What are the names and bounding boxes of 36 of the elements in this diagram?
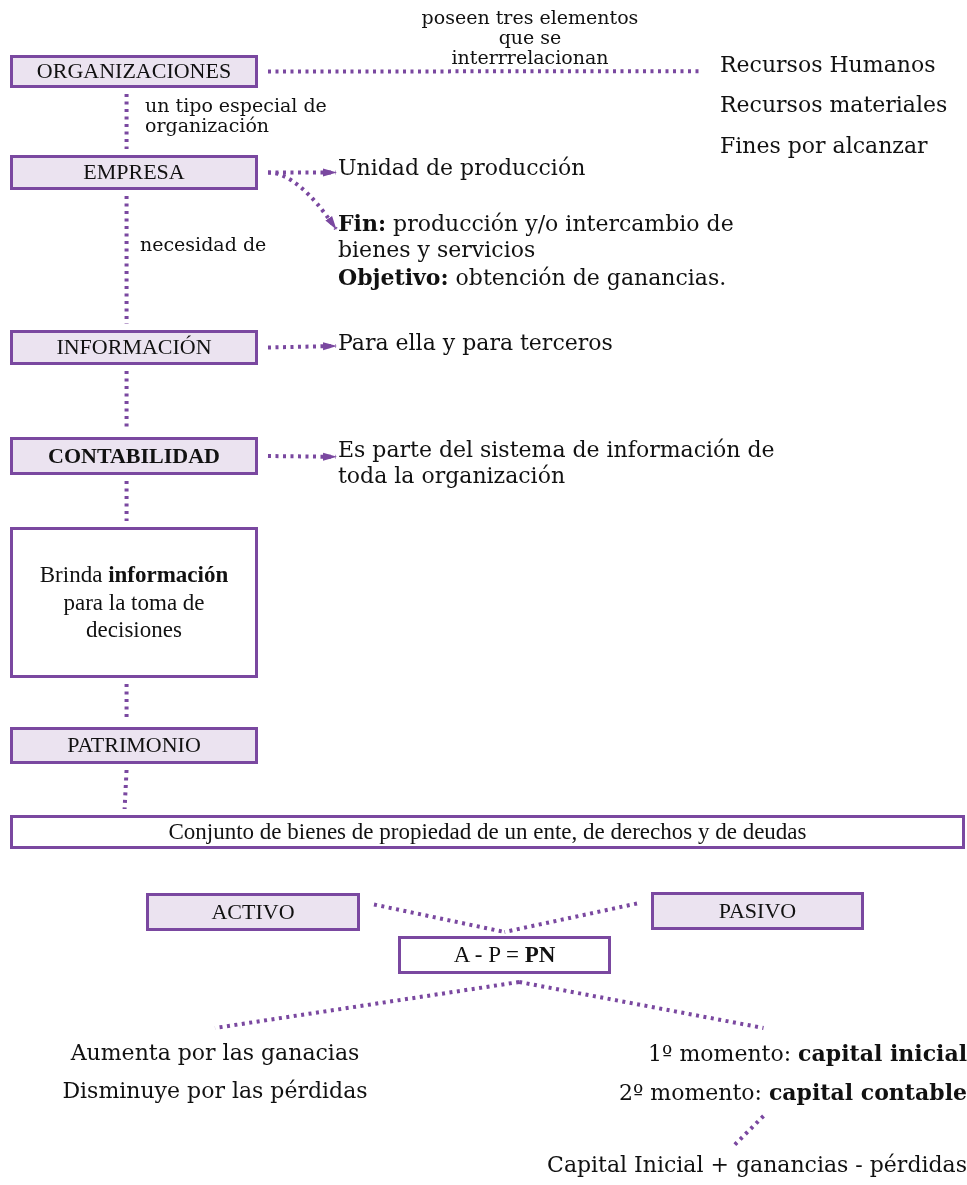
dotted-connector bbox=[124, 94, 129, 149]
dotted-arrow bbox=[267, 452, 337, 461]
dotted-connector bbox=[122, 769, 129, 810]
dotted-arrow bbox=[267, 342, 337, 351]
concept-box: CONTABILIDAD bbox=[10, 437, 258, 475]
note-text: 2º momento: capital contable bbox=[617, 1079, 967, 1107]
concept-box: ACTIVO bbox=[146, 893, 360, 931]
note-text: Para ella y para terceros bbox=[338, 330, 658, 362]
note-text: Objetivo: obtención de ganancias. bbox=[338, 263, 728, 292]
dotted-connector bbox=[504, 901, 638, 934]
concept-box: PATRIMONIO bbox=[10, 727, 258, 764]
note-text: Es parte del sistema de información de toda la organización bbox=[338, 437, 808, 499]
edge-label: poseen tres elementos que se interrrelacionan bbox=[420, 8, 640, 68]
dotted-connector bbox=[518, 980, 764, 1030]
concept-box: INFORMACIÓN bbox=[10, 330, 258, 365]
dotted-arrow bbox=[267, 170, 338, 231]
concept-box: Conjunto de bienes de propiedad de un ente, de derechos y de deudas bbox=[10, 815, 965, 849]
edge-label: un tipo especial de organización bbox=[145, 96, 328, 136]
edge-label: necesidad de bbox=[140, 235, 268, 255]
dotted-connector bbox=[124, 481, 129, 521]
dotted-connector bbox=[373, 902, 505, 934]
dotted-connector bbox=[268, 69, 700, 74]
concept-box: A - P = PN bbox=[398, 936, 611, 974]
note-text: Recursos Humanos bbox=[720, 52, 937, 79]
note-text: Recursos materiales bbox=[720, 92, 949, 119]
note-text: Capital Inicial + ganancias - pérdidas bbox=[500, 1152, 967, 1182]
note-text: 1º momento: capital inicial bbox=[647, 1040, 967, 1068]
note-text: Unidad de producción bbox=[338, 155, 638, 187]
note-text: Fines por alcanzar bbox=[720, 132, 929, 160]
note-text: Disminuye por las pérdidas bbox=[61, 1078, 369, 1105]
concept-box: ORGANIZACIONES bbox=[10, 55, 258, 88]
dotted-connector bbox=[732, 1114, 765, 1148]
note-text: Aumenta por las ganacias bbox=[69, 1040, 361, 1067]
concept-box: EMPRESA bbox=[10, 155, 258, 190]
concept-box: Brinda información para la toma de decisiones bbox=[10, 527, 258, 678]
concept-box: PASIVO bbox=[651, 892, 864, 930]
